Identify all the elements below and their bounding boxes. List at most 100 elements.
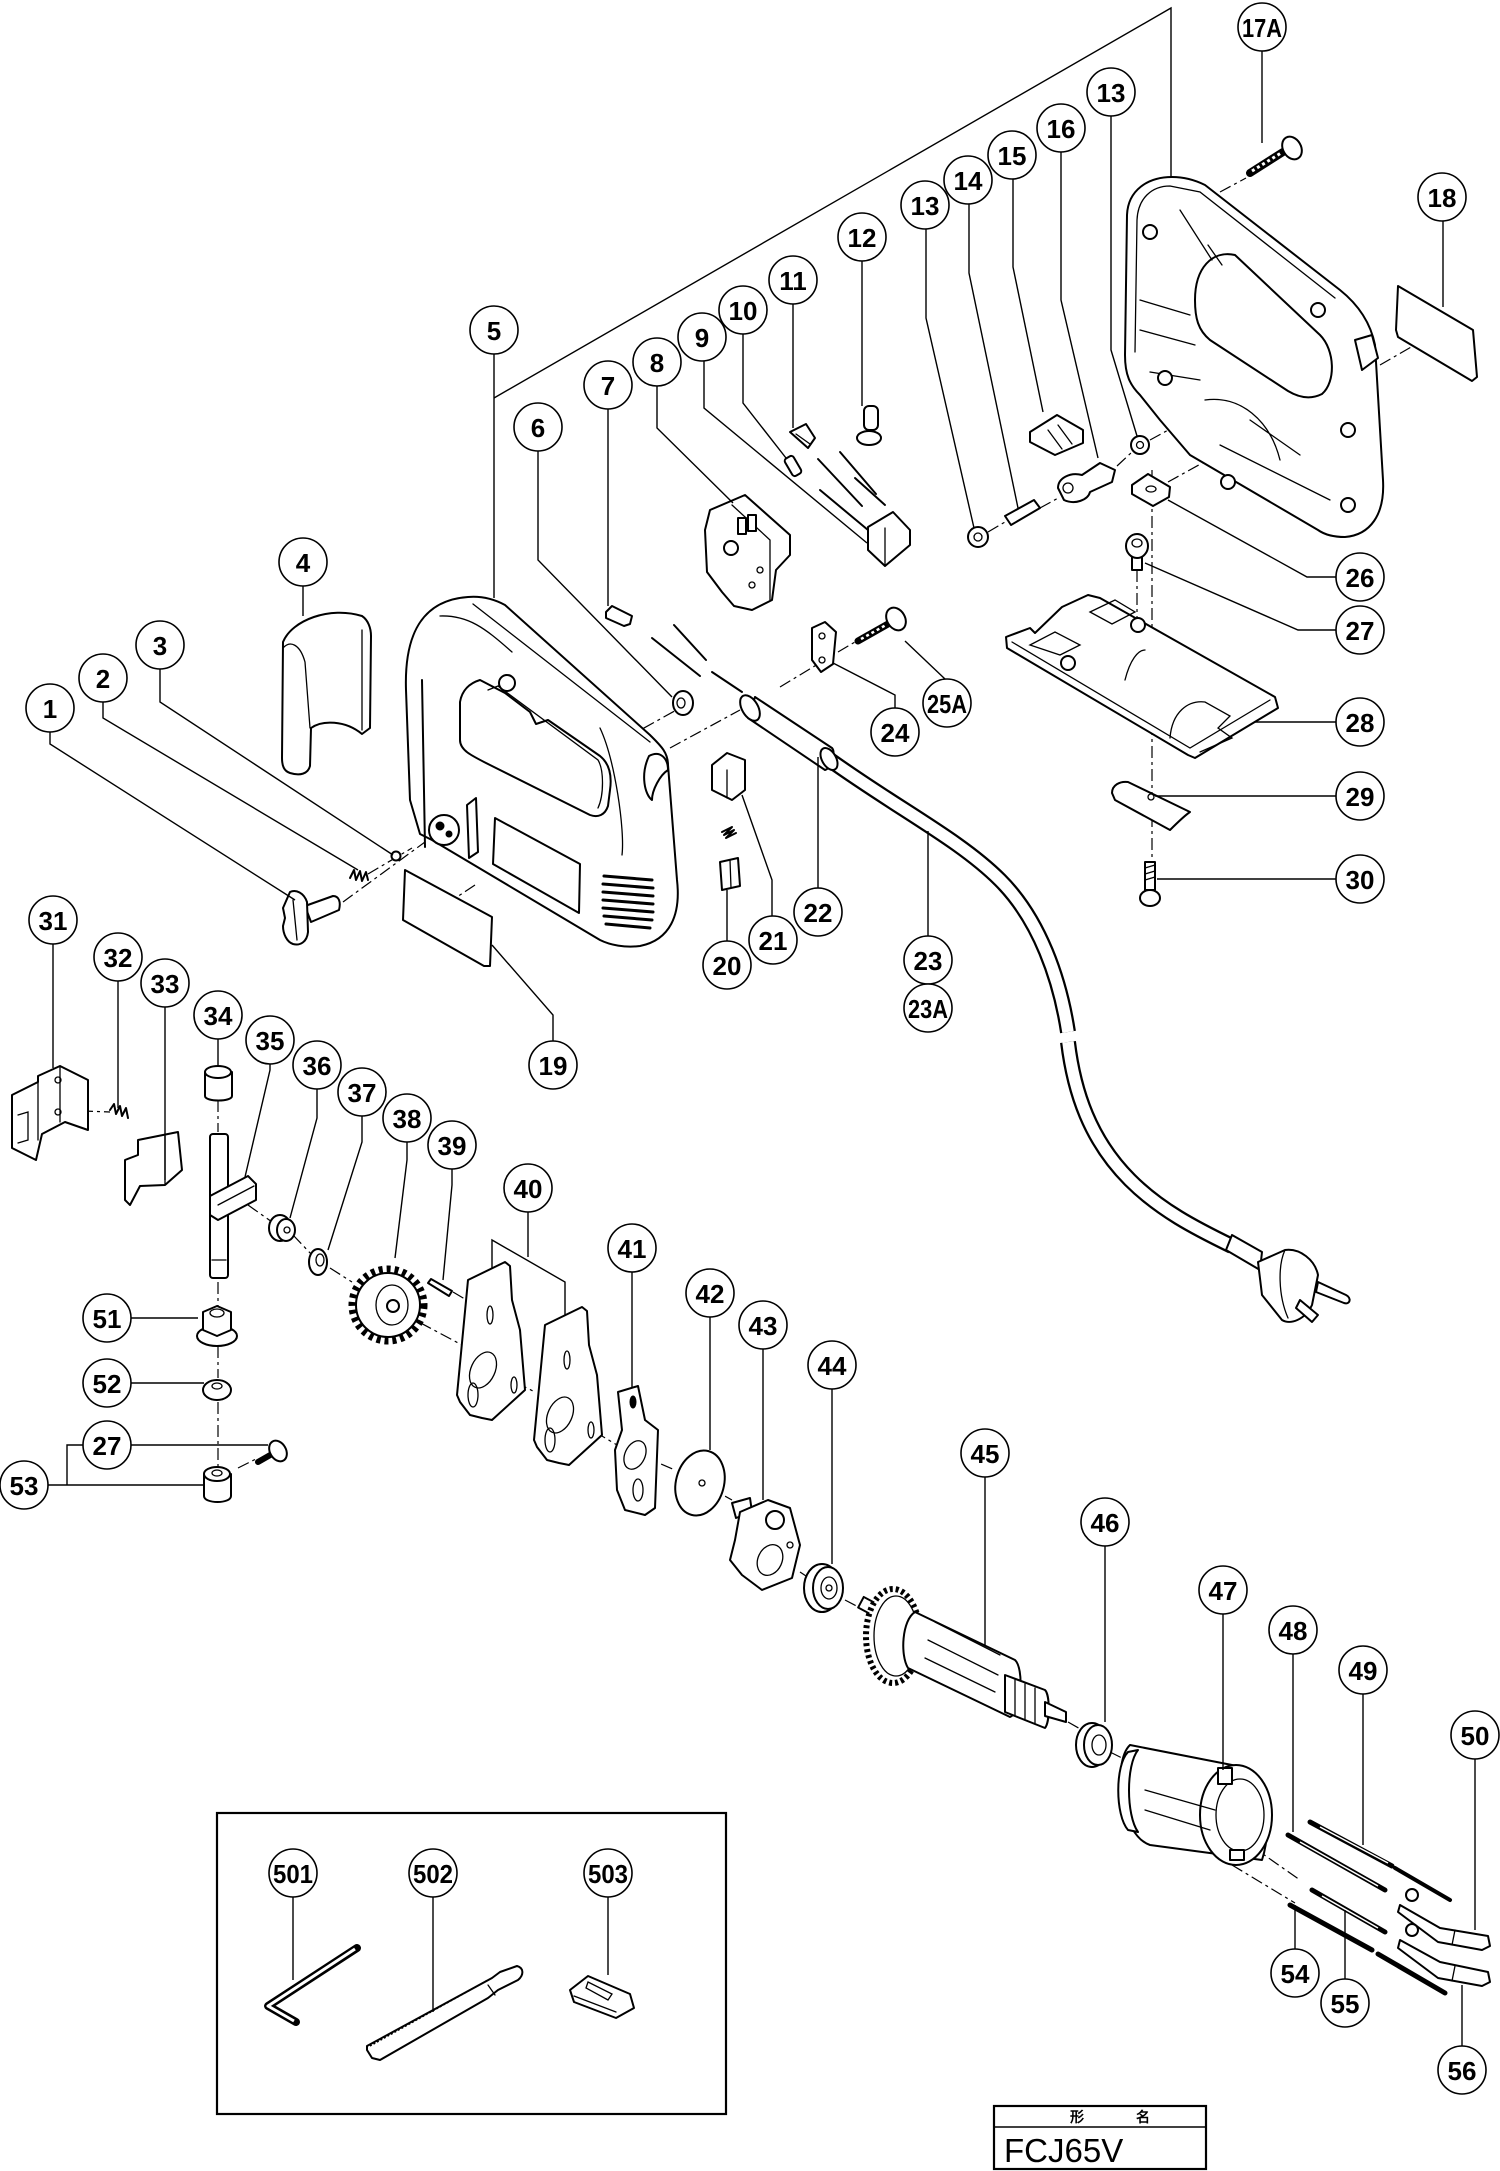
callout-21[interactable]: 21 [748, 915, 798, 965]
callout-4[interactable]: 4 [278, 537, 328, 587]
needle-pin-part [427, 1278, 453, 1297]
callout-label: 2 [96, 664, 110, 694]
callout-17a[interactable]: 17A [1237, 2, 1287, 52]
callout-53[interactable]: 53 [0, 1460, 49, 1510]
collar-part [203, 1466, 232, 1503]
callout-20[interactable]: 20 [702, 940, 752, 990]
callout-5[interactable]: 5 [469, 305, 519, 355]
accessory-callout-501[interactable]: 501 [268, 1848, 318, 1898]
roller-part [268, 1214, 296, 1242]
callout-label: 23A [908, 994, 948, 1024]
callout-label: 43 [749, 1311, 778, 1341]
callout-14[interactable]: 14 [943, 155, 993, 205]
callout-15[interactable]: 15 [987, 130, 1037, 180]
callout-6[interactable]: 6 [513, 402, 563, 452]
callout-42[interactable]: 42 [685, 1268, 735, 1318]
sleeve-part [783, 454, 803, 478]
callout-43[interactable]: 43 [738, 1300, 788, 1350]
callout-55[interactable]: 55 [1320, 1978, 1370, 2028]
callout-19[interactable]: 19 [528, 1040, 578, 1090]
callout-38[interactable]: 38 [382, 1093, 432, 1143]
callout-label: 6 [531, 413, 545, 443]
callout-circle [702, 940, 752, 990]
lead-wire-49-part [1307, 1819, 1452, 1902]
callout-50[interactable]: 50 [1450, 1710, 1500, 1760]
leader-line-24 [832, 662, 896, 708]
callout-27[interactable]: 27 [1335, 605, 1385, 655]
callout-label: 42 [696, 1279, 725, 1309]
callout-11[interactable]: 11 [768, 255, 818, 305]
leader-line-6 [537, 451, 673, 698]
callout-37[interactable]: 37 [337, 1067, 387, 1117]
callout-7[interactable]: 7 [583, 360, 633, 410]
callout-56[interactable]: 56 [1437, 2045, 1487, 2095]
callout-circle [135, 620, 185, 670]
callout-45[interactable]: 45 [960, 1428, 1010, 1478]
balance-plate-part [456, 1261, 526, 1421]
gear-part [348, 1265, 428, 1345]
callout-39[interactable]: 39 [427, 1120, 477, 1170]
callout-circle [245, 1015, 295, 1065]
accessory-callout-503[interactable]: 503 [583, 1848, 633, 1898]
callout-3[interactable]: 3 [135, 620, 185, 670]
clip-part [789, 423, 816, 449]
callout-18[interactable]: 18 [1417, 172, 1467, 222]
grip-cover-part [281, 611, 372, 776]
callout-44[interactable]: 44 [807, 1340, 857, 1390]
callout-label: 15 [998, 141, 1027, 171]
accessory-callout-502[interactable]: 502 [408, 1848, 458, 1898]
callout-label: 36 [303, 1051, 332, 1081]
callout-32[interactable]: 32 [93, 932, 143, 982]
callout-31[interactable]: 31 [28, 895, 78, 945]
callout-26[interactable]: 26 [1335, 552, 1385, 602]
callout-30[interactable]: 30 [1335, 854, 1385, 904]
callout-label: 30 [1346, 865, 1375, 895]
callout-34[interactable]: 34 [193, 990, 243, 1040]
callout-22[interactable]: 22 [793, 887, 843, 937]
callout-markers: 123456789101112131415161317A181920212223… [0, 2, 1500, 2095]
callout-label: 23 [914, 946, 943, 976]
callout-10[interactable]: 10 [718, 285, 768, 335]
callout-41[interactable]: 41 [607, 1223, 657, 1273]
callout-35[interactable]: 35 [245, 1015, 295, 1065]
callout-36[interactable]: 36 [292, 1040, 342, 1090]
leader-line-39 [442, 1169, 453, 1281]
callout-49[interactable]: 49 [1338, 1645, 1388, 1695]
callout-circle [513, 402, 563, 452]
callout-23[interactable]: 23 [903, 935, 953, 985]
callout-label: 5 [487, 316, 501, 346]
callout-label: 503 [588, 1859, 628, 1889]
callout-51[interactable]: 51 [82, 1293, 132, 1343]
callout-25a[interactable]: 25A [922, 678, 972, 728]
callout-circle [793, 887, 843, 937]
callout-52[interactable]: 52 [82, 1358, 132, 1408]
callout-28[interactable]: 28 [1335, 697, 1385, 747]
callout-13[interactable]: 13 [900, 180, 950, 230]
callout-48[interactable]: 48 [1268, 1605, 1318, 1655]
callout-29[interactable]: 29 [1335, 771, 1385, 821]
callout-9[interactable]: 9 [677, 312, 727, 362]
vent-slots [601, 874, 655, 930]
callout-label: 39 [438, 1131, 467, 1161]
callout-circle [583, 1848, 633, 1898]
callout-16[interactable]: 16 [1036, 103, 1086, 153]
callout-47[interactable]: 47 [1198, 1565, 1248, 1615]
callout-23a[interactable]: 23A [903, 983, 953, 1033]
title-block: 形 名 FCJ65V [992, 2104, 1208, 2171]
callout-46[interactable]: 46 [1080, 1497, 1130, 1547]
callout-12[interactable]: 12 [837, 212, 887, 262]
callout-33[interactable]: 33 [140, 958, 190, 1008]
callout-2[interactable]: 2 [78, 653, 128, 703]
callout-24[interactable]: 24 [870, 707, 920, 757]
callout-1[interactable]: 1 [25, 683, 75, 733]
callout-circle [292, 1040, 342, 1090]
callout-8[interactable]: 8 [632, 337, 682, 387]
callout-40[interactable]: 40 [503, 1163, 553, 1213]
ball-bearing-2-part [1075, 1722, 1113, 1768]
callout-54[interactable]: 54 [1270, 1948, 1320, 1998]
name-plate-part [402, 869, 493, 967]
callout-27-2[interactable]: 27 [82, 1420, 132, 1470]
callout-circle [82, 1293, 132, 1343]
callout-circle [1335, 771, 1385, 821]
callout-13-2[interactable]: 13 [1086, 67, 1136, 117]
